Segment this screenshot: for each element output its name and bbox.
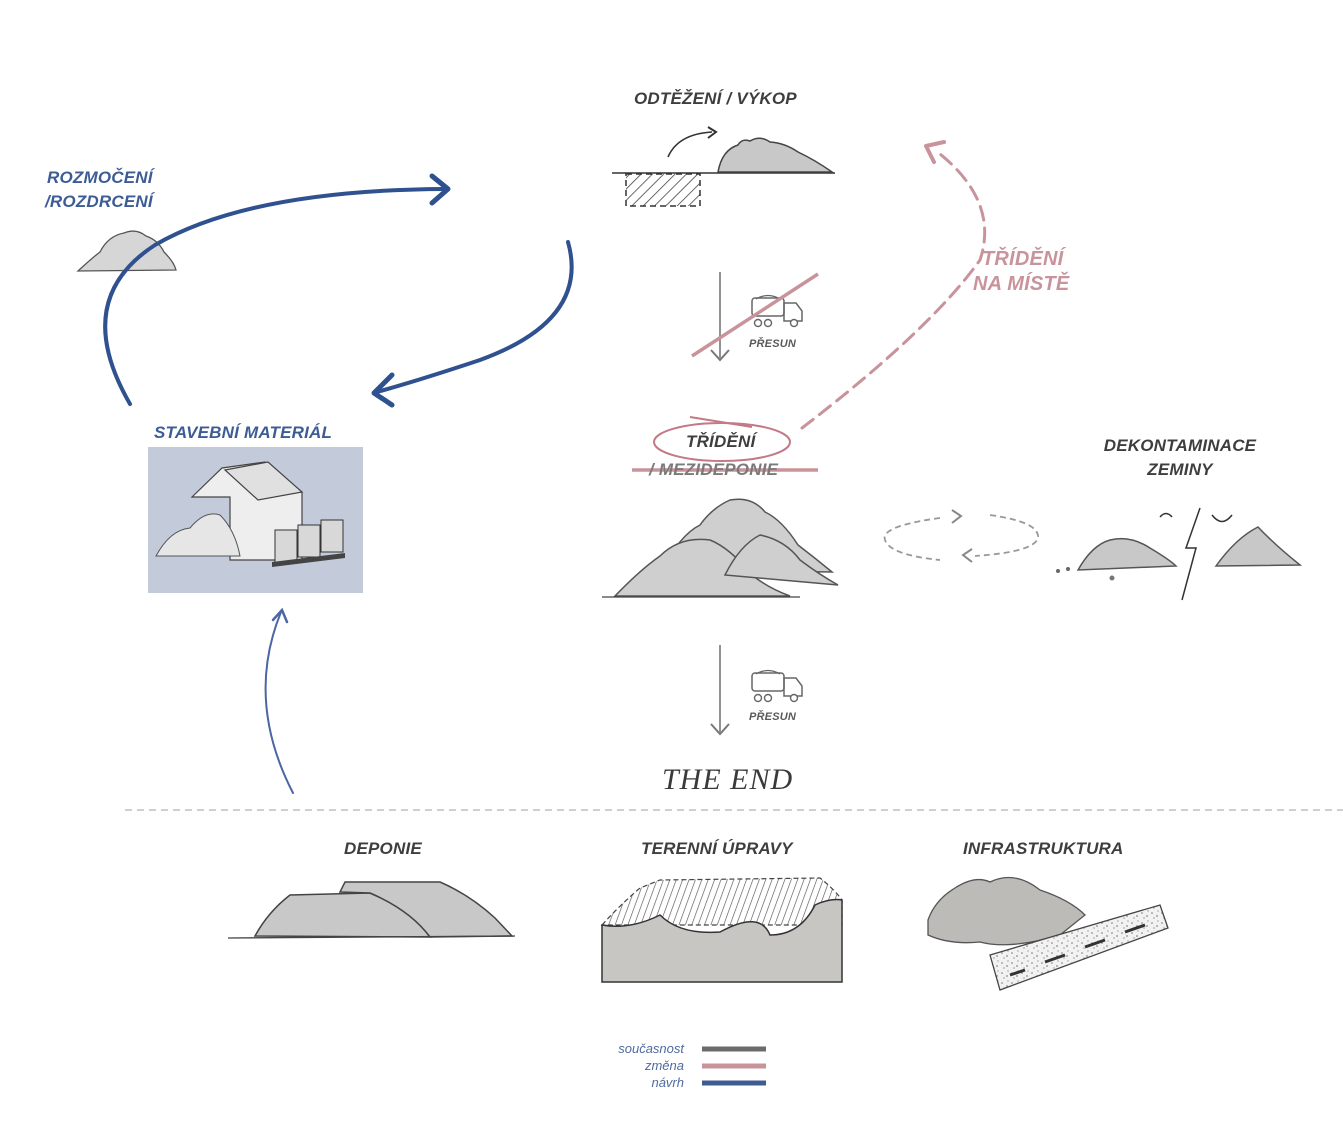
soaking-label-line1: ROZMOČENÍ <box>47 168 153 187</box>
terrain-label: TERENNÍ ÚPRAVY <box>641 839 793 858</box>
decontamination-label-line2: ZEMINY <box>1147 460 1213 479</box>
interim-storage-label: / MEZIDEPONIE <box>649 460 779 479</box>
legend-swatches <box>702 1046 766 1086</box>
soil-pile-icon <box>602 498 839 598</box>
excavation-label: ODTĚŽENÍ / VÝKOP <box>634 89 797 108</box>
contaminated-soil-icon <box>1056 537 1178 581</box>
legend-label-change: změna <box>644 1058 684 1073</box>
landfill-label: DEPONIE <box>344 839 422 858</box>
transfer-label-2: PŘESUN <box>749 711 797 723</box>
sad-face-icon <box>1159 512 1173 518</box>
sorting-onsite-label-line1: TŘÍDĚNÍ <box>982 248 1064 270</box>
clean-soil-icon <box>1214 526 1303 567</box>
transfer-arrow-2 <box>710 645 730 736</box>
infrastructure-label: INFRASTRUKTURA <box>963 839 1124 858</box>
excavation-pit-icon <box>612 126 835 207</box>
legend-label-current: současnost <box>618 1041 684 1056</box>
decontamination-cycle-icon <box>883 509 1039 563</box>
transfer-label-1: PŘESUN <box>749 338 797 350</box>
soil-pile-icon <box>76 230 177 272</box>
soaking-label-line2: /ROZDRCENÍ <box>45 192 153 211</box>
proposal-cycle-arrows <box>103 173 574 794</box>
transfer-arrow-1 <box>710 272 730 362</box>
warehouse-icon <box>148 447 363 593</box>
lightning-divider <box>1181 507 1201 601</box>
decontamination-label-line1: DEKONTAMINACE <box>1103 436 1257 455</box>
legend-label-proposal: návrh <box>651 1075 684 1090</box>
truck-icon <box>751 294 803 328</box>
sorting-onsite-label-line2: NA MÍSTĚ <box>973 273 1070 295</box>
landfill-icon <box>227 881 516 939</box>
building-material-label: STAVEBNÍ MATERIÁL <box>154 423 333 442</box>
sorting-label: TŘÍDĚNÍ <box>686 432 756 451</box>
happy-face-icon <box>1211 514 1233 523</box>
transfer-strike-line <box>691 272 819 358</box>
sorting-highlight-stroke <box>689 416 753 428</box>
truck-icon <box>751 669 803 703</box>
infrastructure-icon <box>927 876 1169 991</box>
onsite-sorting-arrow <box>800 140 987 430</box>
terrain-icon <box>600 877 843 983</box>
the-end-label: THE END <box>662 763 794 796</box>
